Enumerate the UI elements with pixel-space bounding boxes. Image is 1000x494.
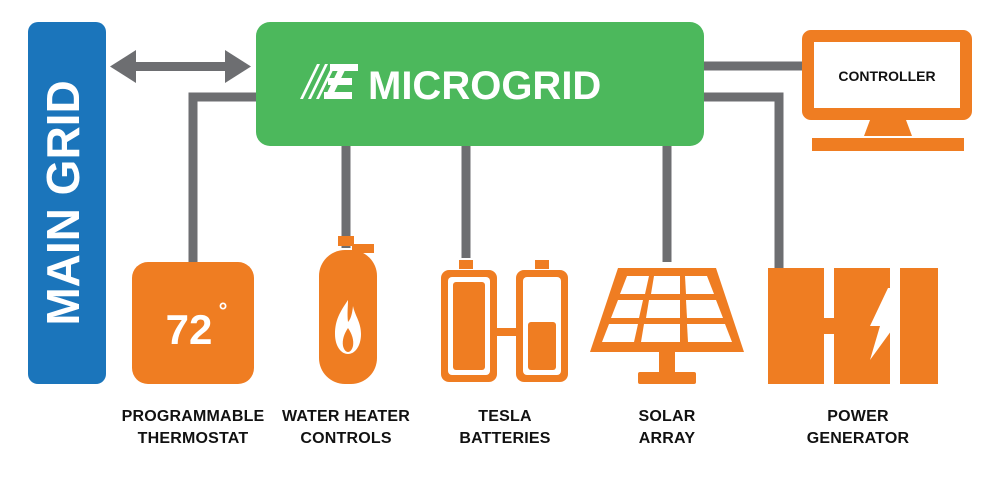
- caption-line: BATTERIES: [459, 430, 551, 447]
- thermostat-display-value: 72: [166, 306, 213, 353]
- main-grid-label: MAIN GRID: [37, 80, 89, 325]
- microgrid-box: [256, 22, 704, 146]
- caption-line: ARRAY: [638, 430, 696, 447]
- generator-icon: [768, 268, 938, 384]
- caption-line: SOLAR: [638, 408, 696, 425]
- caption-line: GENERATOR: [806, 430, 910, 447]
- solar-panel-icon: [590, 268, 744, 384]
- caption-batteries: TESLA BATTERIES: [440, 406, 570, 450]
- thermostat-icon: 72 °: [132, 262, 254, 384]
- caption-line: TESLA: [478, 408, 532, 425]
- caption-line: CONTROLS: [300, 430, 392, 447]
- bidirectional-arrow-icon: [110, 50, 251, 83]
- ae-logo-icon: [300, 64, 358, 99]
- microgrid-label: MICROGRID: [368, 64, 601, 108]
- controller-label: CONTROLLER: [838, 68, 935, 84]
- computer-monitor-icon: [802, 30, 972, 151]
- caption-water-heater: WATER HEATER CONTROLS: [271, 406, 421, 450]
- thermostat-display-unit: °: [219, 298, 228, 323]
- caption-line: POWER: [827, 408, 889, 425]
- connector-thermostat: [188, 92, 260, 268]
- main-grid-bar: [28, 22, 106, 384]
- caption-line: PROGRAMMABLE: [121, 408, 265, 425]
- caption-line: THERMOSTAT: [137, 430, 249, 447]
- connector-generator: [700, 92, 784, 268]
- caption-generator: POWER GENERATOR: [788, 406, 928, 450]
- battery-icon: [441, 260, 568, 382]
- water-heater-icon: [319, 236, 377, 384]
- caption-line: WATER HEATER: [281, 408, 411, 425]
- caption-solar: SOLAR ARRAY: [607, 406, 727, 450]
- caption-thermostat: PROGRAMMABLE THERMOSTAT: [103, 406, 283, 450]
- connectors: [188, 61, 808, 268]
